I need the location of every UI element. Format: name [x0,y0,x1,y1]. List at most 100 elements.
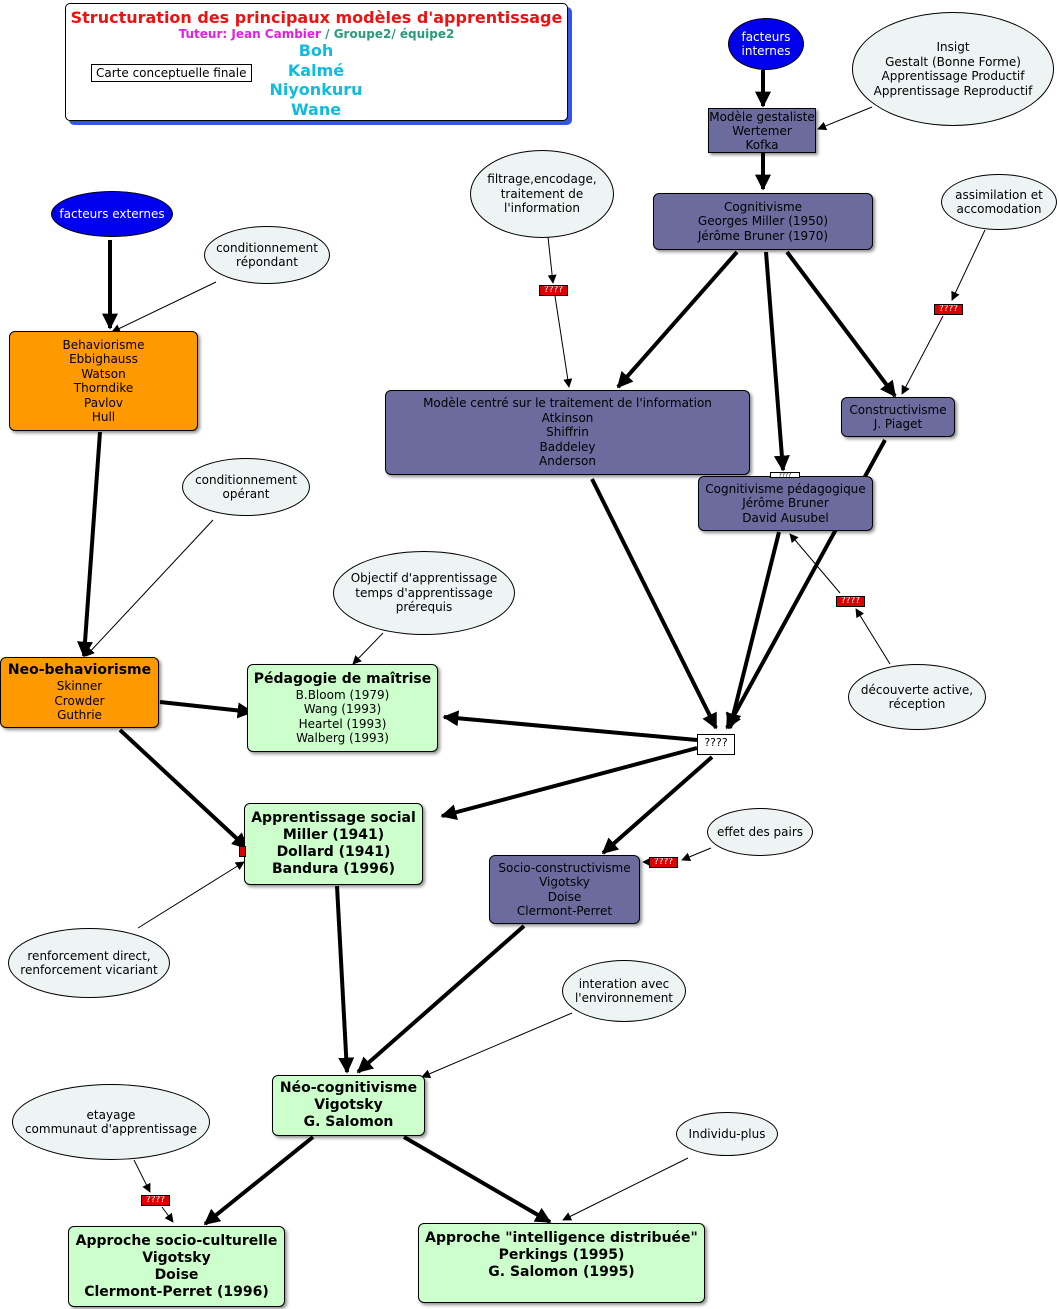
credits-separator: / [320,27,334,41]
note-individu-plus[interactable]: Individu-plus [676,1112,778,1156]
node-text: Jérôme Bruner [742,496,829,511]
unknown-link-tag[interactable]: ???? [539,285,568,296]
node-constructivisme[interactable]: Constructivisme J. Piaget [841,397,955,437]
note-effet-pairs[interactable]: effet des pairs [707,808,813,856]
edge-neocognitivisme-intelligence [402,1135,552,1224]
node-text: Georges Miller (1950) [697,214,829,229]
node-text: Ebbighauss [69,352,138,366]
note-conditionnement-operant[interactable]: conditionnement opérant [182,458,310,516]
node-text: Hull [91,410,116,424]
link-objectif-pedagogie [352,632,384,665]
node-text: Guthrie [57,708,102,723]
note-filtrage[interactable]: filtrage,encodage, traitement de l'infor… [470,150,614,238]
edge-hub-apprentissage-social [440,746,698,821]
node-neo-cognitivisme[interactable]: Néo-cognitivisme Vigotsky G. Salomon [272,1075,425,1136]
node-text: Clermont-Perret [516,904,613,918]
unknown-link-tag-small[interactable]: ???? [770,472,800,478]
node-apprentissage-social[interactable]: Apprentissage social Miller (1941) Dolla… [244,803,423,885]
node-text: renforcement vicariant [20,963,158,977]
node-text: Watson [81,366,126,381]
link-insigt-gestaltiste [817,106,873,131]
node-text: effet des pairs [716,824,804,839]
note-renforcement[interactable]: renforcement direct, renforcement vicari… [8,928,170,998]
node-text: conditionnement [216,240,318,255]
node-text: facteurs externes [59,206,165,221]
node-text: Vigotsky [314,1097,383,1113]
node-text: G. Salomon (1995) [488,1264,635,1280]
map-label: Carte conceptuelle finale [91,64,252,82]
unknown-link-tag[interactable]: ???? [934,304,963,315]
credits-line: Tuteur: Jean Cambier / Groupe2/ équipe2 [66,27,567,41]
member-name: Kalmé [287,61,345,80]
node-approche-socio-culturelle[interactable]: Approche socio-culturelle Vigotsky Doise… [68,1226,285,1307]
node-facteurs-internes[interactable]: facteurs internes [728,18,804,70]
link-etayage-tag [133,1159,151,1193]
edge-behaviorisme-neobehaviorisme [77,431,102,658]
unknown-link-tag[interactable]: ???? [836,596,865,607]
node-pedagogie-maitrise[interactable]: Pédagogie de maîtrise B.Bloom (1979) Wan… [247,664,438,752]
node-text: interation avec [578,976,670,991]
member-name: Wane [290,100,342,119]
note-assimilation[interactable]: assimilation et accomodation [941,174,1057,230]
note-insigt[interactable]: Insigt Gestalt (Bonne Forme) Apprentissa… [852,12,1054,126]
note-conditionnement-repondant[interactable]: conditionnement répondant [204,226,330,284]
node-approche-intelligence-distribuee[interactable]: Approche "intelligence distribuée" Perki… [418,1223,705,1303]
link-tag-cogped [789,533,841,594]
link-assimilation-tag [951,229,986,301]
link-pairs-tag [681,847,712,862]
node-cognitivisme[interactable]: Cognitivisme Georges Miller (1950) Jérôm… [653,193,873,250]
node-text: filtrage,encodage, [487,172,597,187]
unknown-link-tag-partial[interactable] [239,846,246,857]
node-text: assimilation et [955,187,1043,202]
node-text: B.Bloom (1979) [295,687,390,702]
node-text: Perkings (1995) [498,1247,625,1263]
edge-socioconstructivisme-neocognitivisme [356,924,526,1074]
node-text: Insigt [936,40,970,54]
node-text: Apprentissage Reproductif [873,83,1033,98]
node-text: internes [741,44,791,58]
unknown-link-tag[interactable]: ???? [141,1195,170,1206]
edge-hub-socioconstructivisme [601,755,714,855]
hub-unknown-tag[interactable]: ???? [697,734,735,755]
node-text: Crowder [54,693,105,708]
node-text: Behaviorisme [62,337,145,352]
note-etayage[interactable]: etayage communaut d'apprentissage [12,1084,210,1160]
node-behaviorisme[interactable]: Behaviorisme Ebbighauss Watson Thorndike… [9,331,198,431]
node-text: Walberg (1993) [296,731,389,745]
link-operant-neobehaviorisme [85,519,214,657]
node-text: Approche "intelligence distribuée" [425,1230,698,1246]
node-text: Shiffrin [546,425,589,440]
node-traitement-information[interactable]: Modèle centré sur le traitement de l'inf… [385,390,750,475]
node-text: conditionnement [195,472,297,487]
member-name: Niyonkuru [269,80,363,99]
node-text: David Ausubel [742,510,829,525]
node-modele-gestaliste[interactable]: Modèle gestaliste Wertemer Kofka [708,108,816,153]
edge-cogped-hub [725,531,781,730]
node-text: Cognitivisme [723,199,803,214]
edge-hub-pedagogie [442,710,698,742]
node-text: Anderson [539,454,596,469]
node-text: Heartel (1993) [298,716,387,731]
unknown-link-tag[interactable]: ???? [649,857,678,868]
node-text: Wang (1993) [303,702,382,716]
node-cognitivisme-pedagogique[interactable]: Cognitivisme pédagogique Jérôme Bruner D… [698,476,873,531]
node-text: Baddeley [539,439,596,454]
node-text: Objectif d'apprentissage [350,571,498,586]
node-text: renforcement direct, [27,948,151,963]
link-repondant-behaviorisme [111,281,217,333]
node-socio-constructivisme[interactable]: Socio-constructivisme Vigotsky Doise Cle… [489,855,640,924]
note-interation[interactable]: interation avec l'environnement [562,960,686,1022]
node-text: Pédagogie de maîtrise [253,670,432,687]
node-text: Atkinson [541,410,594,425]
node-text: opérant [222,487,270,501]
group-label: Groupe2/ équipe2 [333,27,455,41]
node-neo-behaviorisme[interactable]: Neo-behaviorisme Skinner Crowder Guthrie [0,657,159,728]
note-decouverte[interactable]: découverte active, réception [848,664,986,730]
node-text: Clermont-Perret (1996) [84,1283,269,1300]
node-facteurs-externes[interactable]: facteurs externes [51,191,173,237]
note-objectif[interactable]: Objectif d'apprentissage temps d'apprent… [333,551,515,635]
link-tag-constructivisme [901,315,944,395]
node-text: répondant [236,255,298,269]
map-title: Structuration des principaux modèles d'a… [70,8,563,27]
node-text: Kofka [745,137,779,152]
